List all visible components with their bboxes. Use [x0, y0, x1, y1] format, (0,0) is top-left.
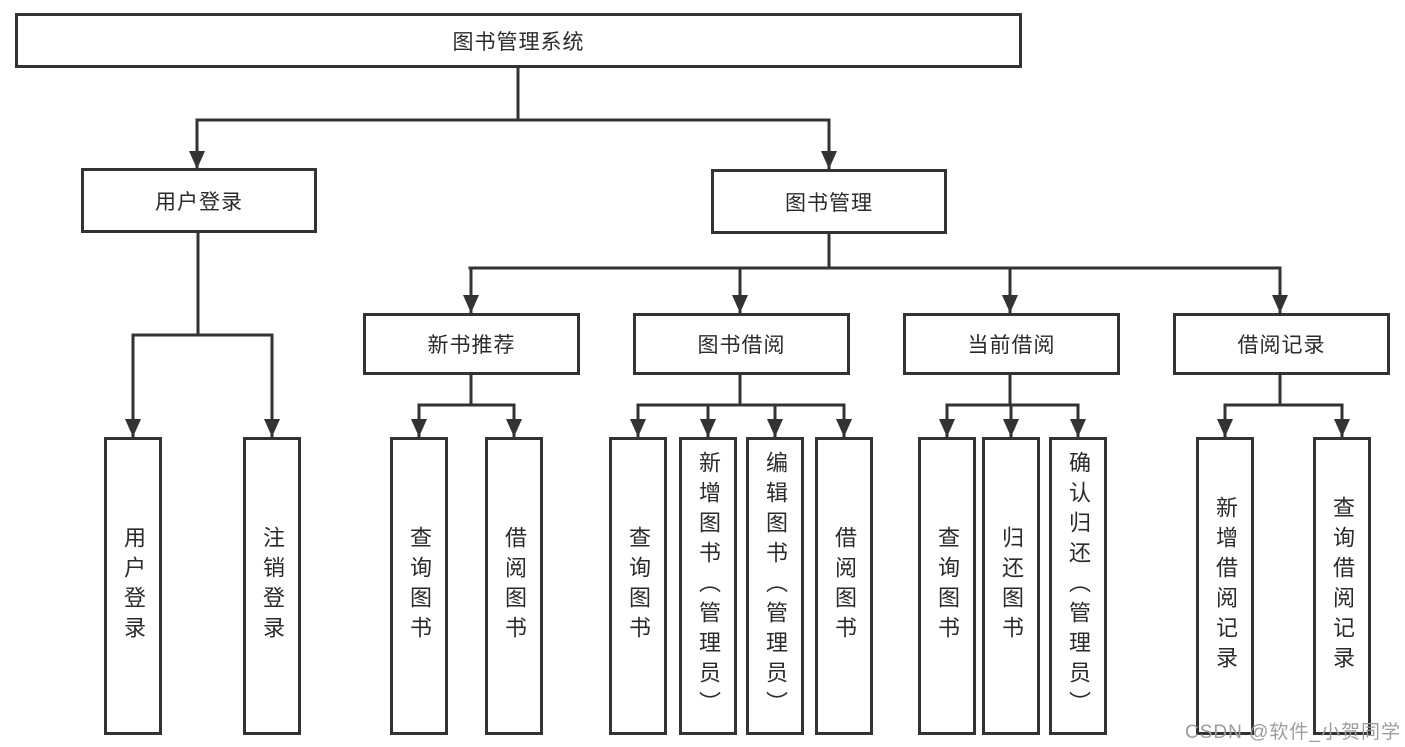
leaf-borrow-books-borrowing: 借阅图书 [815, 437, 873, 735]
leaf-add-borrow-record: 新增借阅记录 [1196, 437, 1254, 735]
leaf-logout: 注销登录 [243, 437, 301, 735]
leaf-add-book-admin: 新增图书（管理员） [679, 437, 737, 735]
leaf-query-books-recommend: 查询图书 [390, 437, 448, 735]
csdn-watermark: CSDN @软件_小贺同学 [1185, 722, 1401, 743]
node-book-management: 图书管理 [711, 169, 947, 234]
leaf-borrow-books-recommend: 借阅图书 [485, 437, 543, 735]
node-user-login: 用户登录 [81, 168, 317, 233]
leaf-query-books-current: 查询图书 [918, 437, 976, 735]
leaf-query-books-borrowing: 查询图书 [609, 437, 667, 735]
leaf-edit-book-admin: 编辑图书（管理员） [746, 437, 804, 735]
leaf-user-login: 用户登录 [104, 437, 162, 735]
leaf-query-borrow-record: 查询借阅记录 [1313, 437, 1371, 735]
node-new-book-recommendation: 新书推荐 [363, 313, 580, 375]
node-current-borrowing: 当前借阅 [903, 313, 1120, 375]
node-borrow-records: 借阅记录 [1173, 313, 1390, 375]
leaf-confirm-return-admin: 确认归还（管理员） [1049, 437, 1107, 735]
node-book-borrowing: 图书借阅 [633, 313, 850, 375]
leaf-return-book: 归还图书 [982, 437, 1040, 735]
node-system-root: 图书管理系统 [15, 13, 1022, 68]
